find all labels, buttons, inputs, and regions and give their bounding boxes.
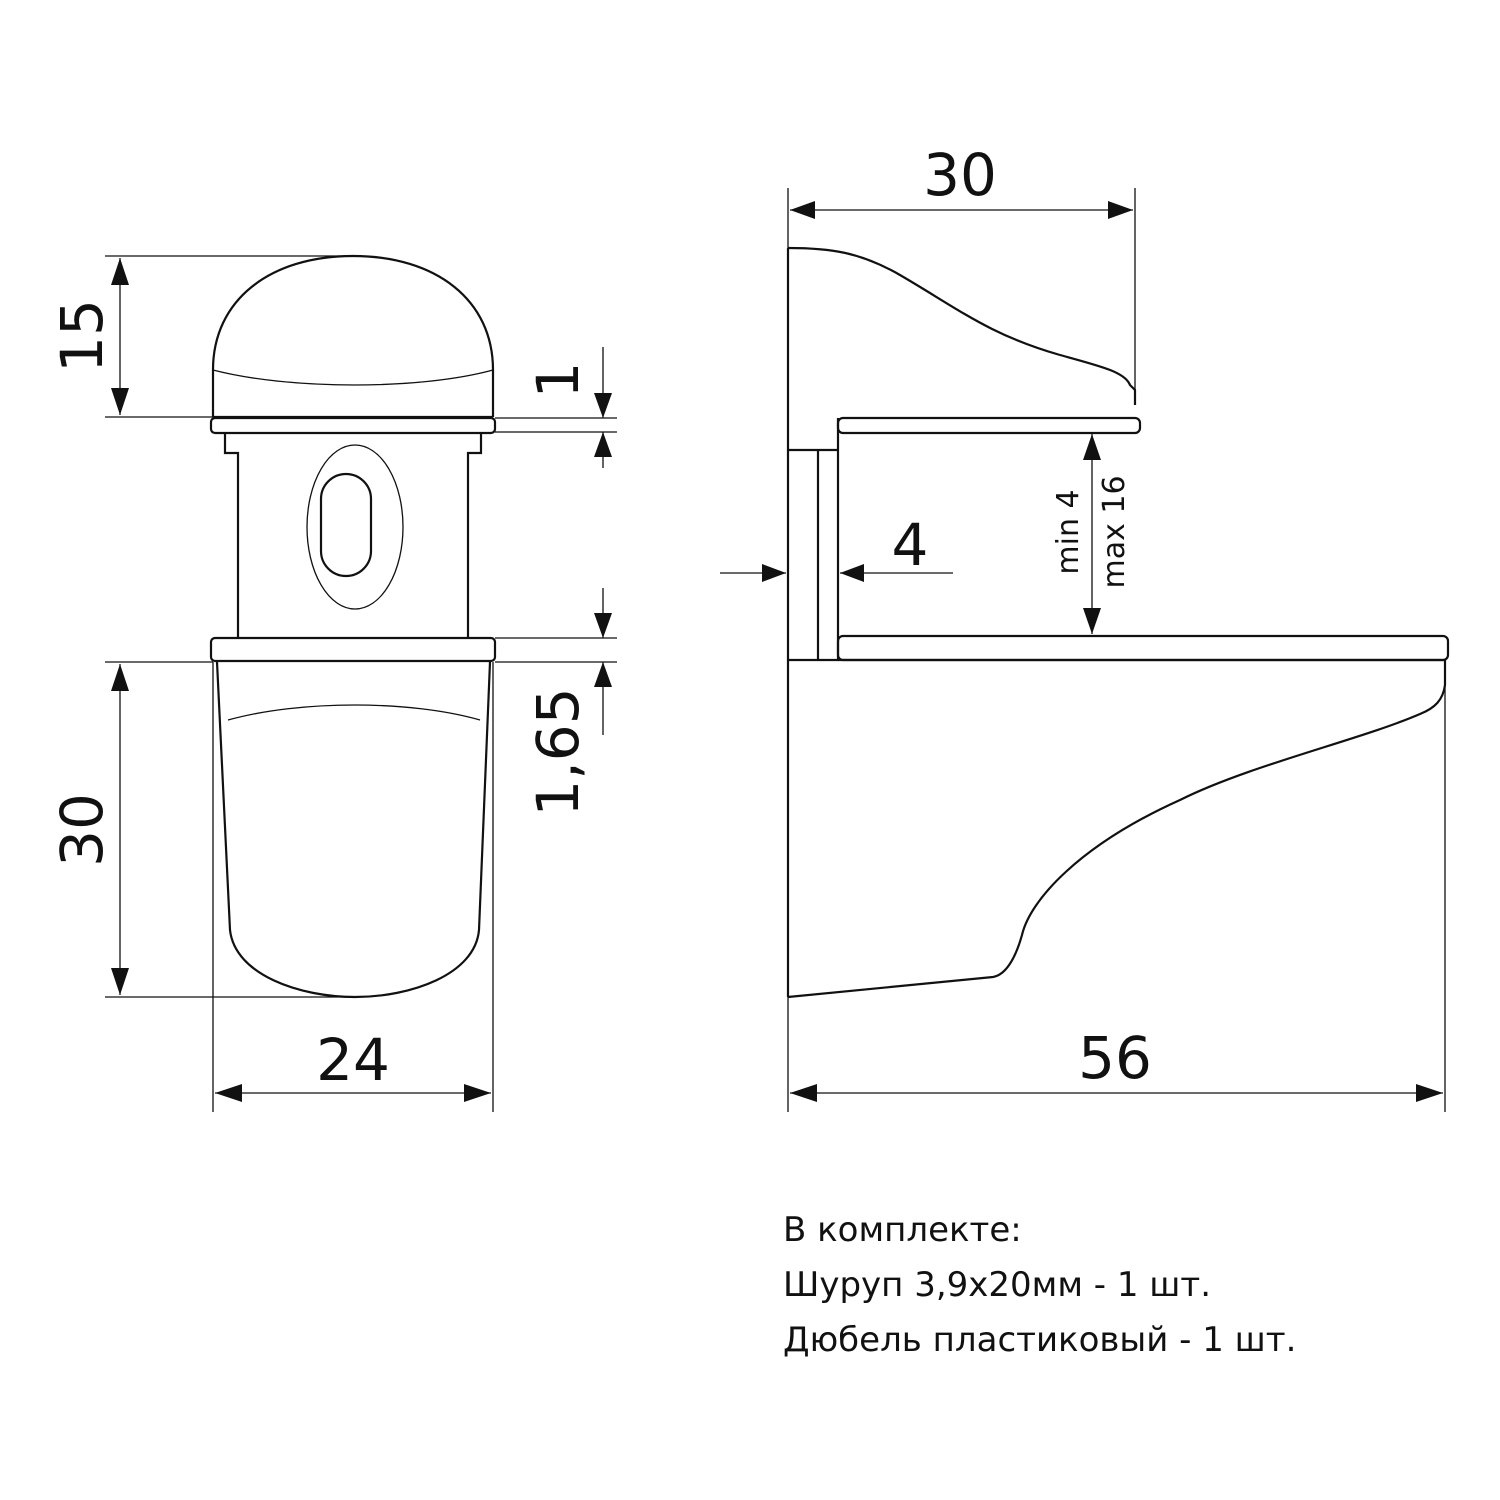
upper-pad — [836, 416, 1142, 435]
upper-ring — [209, 416, 497, 435]
side-view: 30 4 min 4 max 16 56 — [720, 141, 1450, 1112]
dim-body-height: 30 — [48, 793, 116, 867]
lower-pad — [836, 634, 1450, 662]
dim-cap-height: 15 — [48, 299, 116, 373]
body — [223, 433, 483, 637]
dim-top-depth: 30 — [923, 141, 997, 209]
upper-clip — [787, 246, 1137, 405]
slot-outer — [306, 444, 404, 610]
dim-lower-ring: 1,65 — [524, 687, 592, 816]
package-item-dowel: Дюбель пластиковый - 1 шт. — [783, 1320, 1297, 1360]
front-view: 15 1 1,65 30 24 — [48, 254, 617, 1112]
cap-dome — [211, 254, 495, 417]
dim-ring-gap: 1 — [524, 362, 592, 399]
dim-width: 24 — [316, 1026, 390, 1094]
cap-highlight — [212, 369, 494, 386]
package-contents: В комплекте: Шуруп 3,9х20мм - 1 шт. Дюбе… — [783, 1203, 1296, 1368]
lower-highlight — [227, 704, 481, 721]
dim-wall-thickness: 4 — [892, 511, 929, 579]
dim-total-depth: 56 — [1078, 1024, 1152, 1092]
lower-ring — [209, 636, 497, 663]
dim-glass-min: min 4 — [1051, 489, 1086, 574]
package-title: В комплекте: — [783, 1210, 1022, 1250]
package-item-screw: Шуруп 3,9х20мм - 1 шт. — [783, 1265, 1212, 1305]
slot-hole — [319, 472, 373, 578]
dim-glass-max: max 16 — [1097, 475, 1132, 588]
lower-body — [787, 660, 1447, 999]
